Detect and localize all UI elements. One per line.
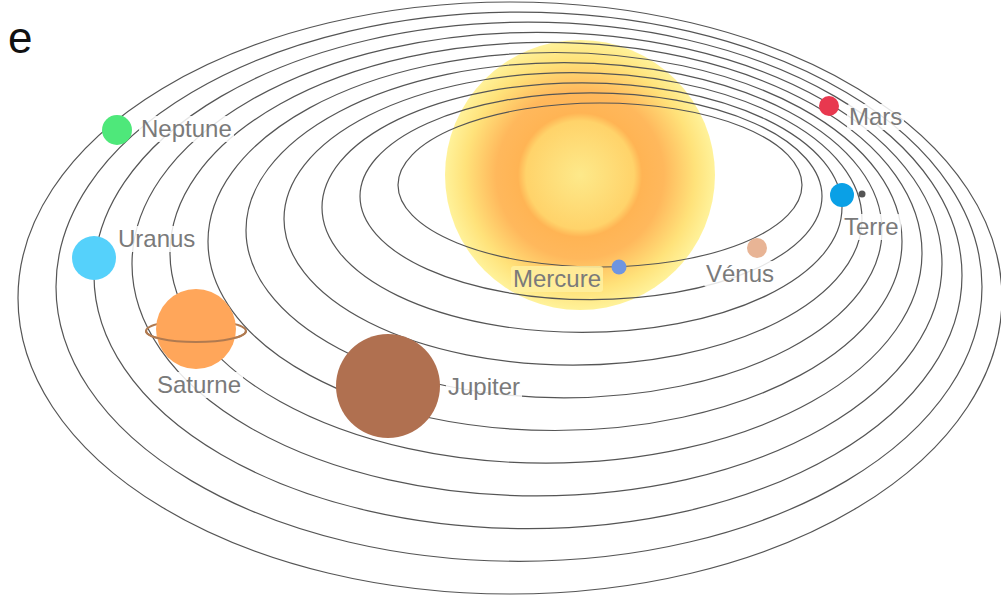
moon [859,191,866,198]
earth-planet [830,183,854,207]
orbit-line [56,12,982,561]
orbit-line [170,42,922,463]
planets [72,96,866,438]
orbit-line [246,63,882,398]
orbit-line [94,22,962,528]
cut-off-text: e [6,14,34,62]
orbit-line [132,32,942,496]
orbits [18,2,1001,594]
planet-label: Vénus [704,261,776,287]
planet-label: Neptune [139,116,234,142]
orbit-line [208,53,902,431]
planet-label: Mercure [511,266,603,292]
planet-label: Saturne [155,372,243,398]
planet-label: Terre [842,214,901,240]
uranus-planet [72,236,116,280]
planet-label: Mars [847,104,904,130]
mercury-planet [612,260,627,275]
neptune-planet [102,115,132,145]
venus-planet [747,238,767,258]
planet-label: Uranus [116,226,197,252]
planet-label: Jupiter [446,374,522,400]
sun [445,40,715,310]
saturn-planet [156,289,236,369]
orbit-line [360,93,822,300]
orbit-line [322,83,842,333]
orbit-line [398,103,802,267]
mars-planet [819,96,839,116]
saturn-ring-front [146,331,246,342]
jupiter-planet [336,334,440,438]
orbit-line [18,2,1001,594]
orbit-line [284,73,862,365]
